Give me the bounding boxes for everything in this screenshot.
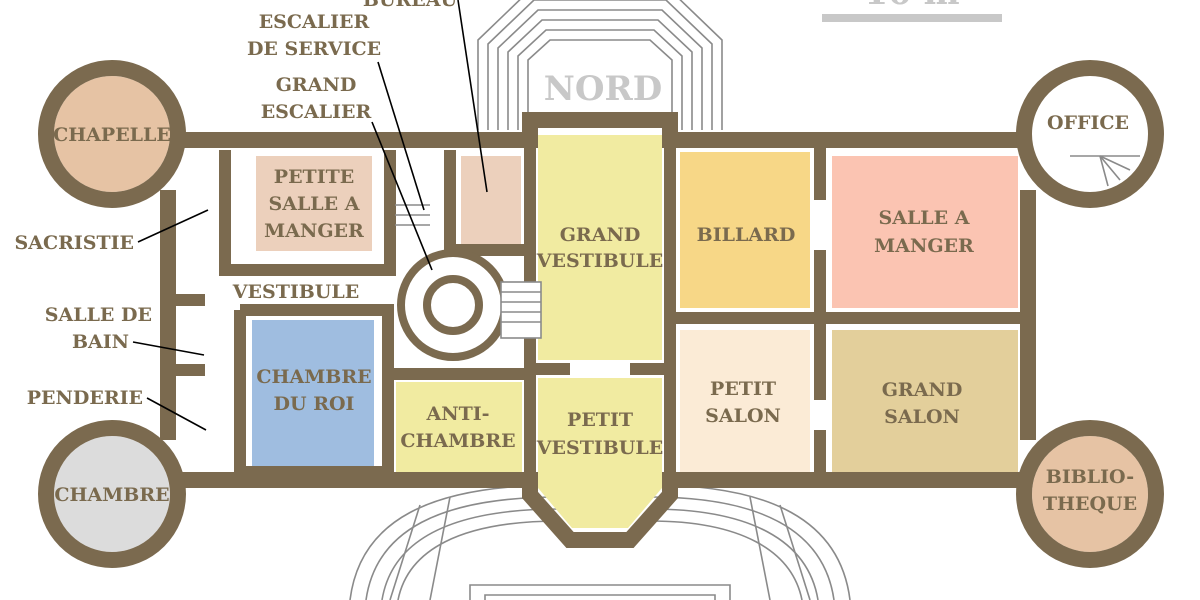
label-grand-vestibule-1: GRAND xyxy=(560,224,641,246)
label-vestibule: VESTIBULE xyxy=(232,281,359,303)
label-grand-salon-2: SALON xyxy=(884,406,960,428)
leader-grand-escalier xyxy=(371,121,433,271)
room-floors xyxy=(54,76,1148,552)
south-terrace-stairs xyxy=(349,484,851,600)
room-petite-salle-a-manger xyxy=(256,156,372,251)
label-antichambre-2: CHAMBRE xyxy=(400,430,515,452)
leader-bureau xyxy=(457,0,488,193)
leader-penderie xyxy=(146,397,207,431)
label-penderie: PENDERIE xyxy=(27,387,143,409)
label-petit-salon-1: PETIT xyxy=(710,378,776,400)
label-bibliotheque-1: BIBLIO- xyxy=(1046,466,1134,488)
label-petit-vestibule-1: PETIT xyxy=(567,409,633,431)
label-chambre-du-roi-2: DU ROI xyxy=(274,393,355,415)
label-bureau: BUREAU xyxy=(363,0,458,11)
walls xyxy=(38,60,1164,568)
label-escalier-service-1: ESCALIER xyxy=(259,11,370,33)
label-bibliotheque-2: THEQUE xyxy=(1043,493,1137,515)
tower-chambre xyxy=(54,436,170,552)
room-salle-a-manger xyxy=(832,156,1018,308)
label-petite-salle-1: PETITE xyxy=(274,166,354,188)
tower-chapelle xyxy=(54,76,170,192)
leader-sacristie xyxy=(137,209,209,243)
label-grand-escalier-2: ESCALIER xyxy=(261,101,372,123)
label-petite-salle-3: MANGER xyxy=(264,220,364,242)
label-salle-a-manger-1: SALLE A xyxy=(878,207,969,229)
room-labels: CHAPELLE CHAMBRE OFFICE BIBLIO- THEQUE P… xyxy=(53,112,1137,515)
label-salle-a-manger-2: MANGER xyxy=(874,235,974,257)
label-billard: BILLARD xyxy=(697,224,796,246)
scale-label: 10 m xyxy=(864,0,959,13)
tower-office xyxy=(1032,76,1148,192)
leader-escalier-service xyxy=(377,61,425,211)
leader-salle-de-bain xyxy=(132,341,205,356)
label-escalier-service-2: DE SERVICE xyxy=(247,38,381,60)
label-petit-salon-2: SALON xyxy=(705,405,781,427)
room-grand-salon xyxy=(832,330,1018,472)
north-terrace-stairs xyxy=(477,0,723,130)
label-sacristie: SACRISTIE xyxy=(15,232,135,254)
tower-bibliotheque xyxy=(1032,436,1148,552)
label-petite-salle-2: SALLE A xyxy=(268,193,359,215)
label-chambre-du-roi-1: CHAMBRE xyxy=(256,366,371,388)
room-petit-salon xyxy=(680,330,810,472)
room-bureau xyxy=(461,156,521,246)
label-antichambre-1: ANTI- xyxy=(425,403,489,425)
room-petit-vestibule xyxy=(538,378,662,528)
label-chapelle: CHAPELLE xyxy=(53,124,171,146)
room-antichambre xyxy=(396,382,522,472)
label-salle-de-bain-1: SALLE DE xyxy=(45,304,152,326)
room-chambre-du-roi xyxy=(252,320,374,472)
callouts: BUREAU ESCALIER DE SERVICE GRAND ESCALIE… xyxy=(15,0,488,431)
label-chambre: CHAMBRE xyxy=(54,484,169,506)
label-office: OFFICE xyxy=(1047,112,1129,134)
label-grand-escalier-1: GRAND xyxy=(276,74,357,96)
label-salle-de-bain-2: BAIN xyxy=(72,331,129,353)
interior-stairs xyxy=(395,155,1140,339)
room-grand-vestibule xyxy=(538,135,662,360)
label-grand-vestibule-2: VESTIBULE xyxy=(536,250,663,272)
compass-label: NORD xyxy=(544,69,662,109)
label-petit-vestibule-2: VESTIBULE xyxy=(536,437,663,459)
room-billard xyxy=(680,152,810,308)
label-grand-salon-1: GRAND xyxy=(882,379,963,401)
